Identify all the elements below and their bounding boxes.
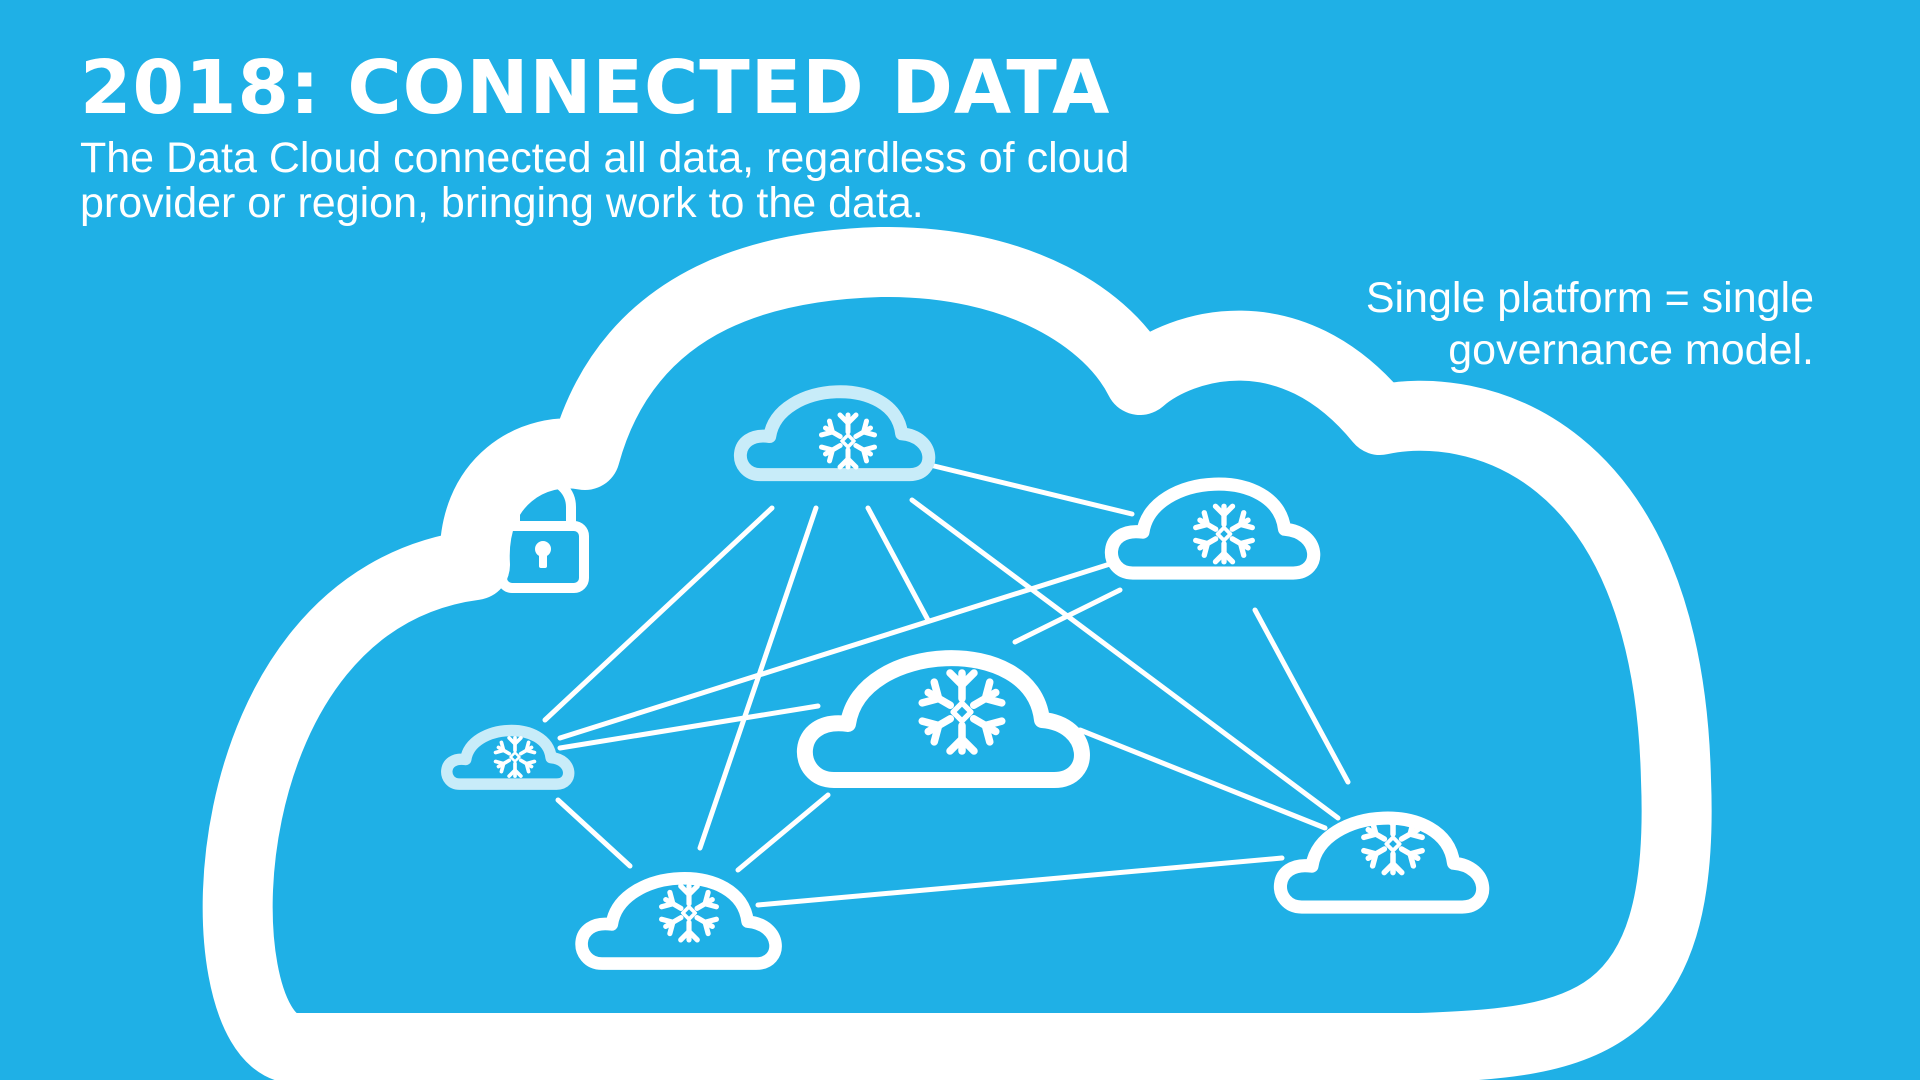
governance-callout: Single platform = single governance mode… [1254,272,1814,376]
connection-lines [542,462,1351,908]
outer-cloud-icon [202,226,1712,1080]
padlock-icon [497,474,589,593]
cloud-node-bottom-left [575,872,782,970]
callout-line-2: governance model. [1448,326,1814,374]
cloud-node-center [796,650,1090,788]
slide-title: 2018: CONNECTED DATA [80,45,1111,131]
cloud-node-left [441,724,575,790]
callout-line-1: Single platform = single [1365,274,1814,322]
cloud-node-bottom-right [1273,811,1490,914]
cloud-node-top-right [1104,477,1321,580]
cloud-node-top [733,385,936,482]
slide-subtitle: The Data Cloud connected all data, regar… [80,134,1130,227]
